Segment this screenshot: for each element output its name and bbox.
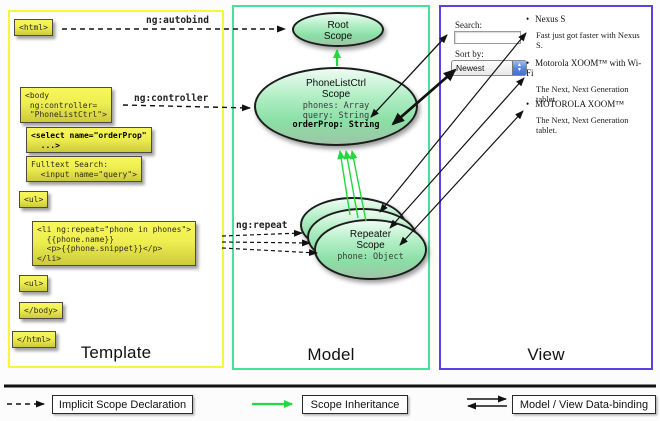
code-html-open: <html> [14,19,53,36]
model-panel: Model [232,5,430,370]
prop-query: query: String [302,110,370,121]
stepper-down-icon: ▼ [517,67,522,73]
phonelistctrl-scope-title: PhoneListCtrl Scope [305,78,367,100]
prop-phones: phones: Array [302,101,370,111]
item-desc: Fast just got faster with Nexus S. [536,30,640,50]
code-body-close: </body> [19,302,63,319]
phonelistctrl-scope-props: phones: Array query: String orderProp: S… [256,101,416,131]
label-ng-controller: ng:controller [134,93,209,104]
bullet-icon: • [526,99,530,109]
search-label: Search: [455,20,482,30]
prop-orderprop: orderProp: String [292,120,380,130]
sort-by-select[interactable]: Newest ▲ ▼ [451,60,527,76]
label-ng-repeat: ng:repeat [236,220,288,231]
item-title: Nexus S [535,14,566,24]
item-title: Motorola XOOM™ with Wi-Fi [526,58,642,78]
code-body-open: <body ng:controller= "PhoneListCtrl"> [20,87,112,123]
select-stepper-icon: ▲ ▼ [512,61,526,75]
label-ng-autobind: ng:autobind [146,15,209,26]
legend-implicit-scope-declaration: Implicit Scope Declaration [52,395,193,414]
search-input[interactable] [454,31,521,44]
code-fulltext-search: Fulltext Search: <input name="query"> [26,156,142,182]
legend-scope-inheritance: Scope Inheritance [302,395,408,414]
legend-model-view-databinding: Model / View Data-binding [512,395,656,414]
bullet-icon: • [526,14,530,24]
repeater-scope-prop: phone: Object [337,252,404,262]
item-desc: The Next, Next Generation tablet. [536,84,629,104]
bullet-icon: • [526,58,530,68]
item-title: MOTOROLA XOOM™ [535,99,625,109]
code-ul-open-2: <ul> [19,275,49,292]
code-html-close: </html> [12,331,56,348]
sort-by-selected-value: Newest [456,63,485,73]
list-item: •Motorola XOOM™ with Wi-Fi The Next, Nex… [526,58,646,104]
list-item: • Nexus S Fast just got faster with Nexus… [526,14,646,50]
code-ul-open-1: <ul> [19,191,49,208]
code-select: <select name="orderProp" ...> [26,127,152,153]
model-panel-label: Model [307,345,355,364]
root-scope-title: Root Scope [323,20,353,42]
repeater-scope-title: Repeater Scope [349,229,392,251]
item-desc: The Next, Next Generation tablet. [536,115,629,135]
code-li-repeat: <li ng:repeat="phone in phones"> {{phone… [32,221,197,266]
template-panel-label: Template [80,343,152,362]
phonelistctrl-scope-ellipse: PhoneListCtrl Scope phones: Array query:… [254,67,418,146]
root-scope-ellipse: Root Scope [292,12,384,47]
list-item: • MOTOROLA XOOM™ The Next, Next Generatio… [526,99,646,135]
view-panel-label: View [527,345,565,364]
sort-by-label: Sort by: [455,49,484,59]
repeater-scope-ellipse: Repeater Scope phone: Object [314,219,427,280]
